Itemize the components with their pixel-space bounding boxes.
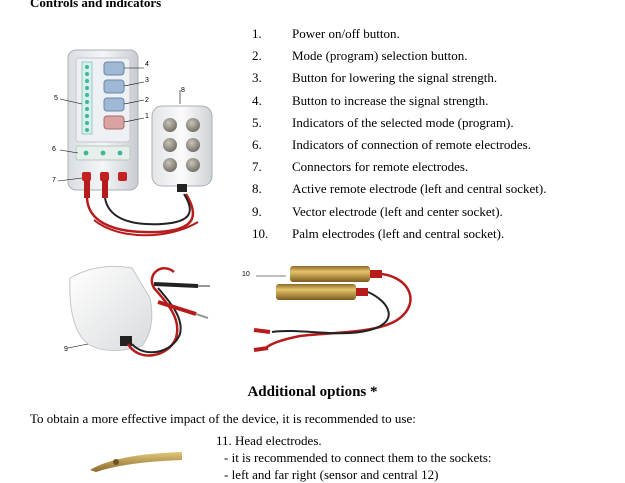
item-11: 11. Head electrodes. - it is recommended…: [216, 432, 492, 483]
list-item: 3. Button for lowering the signal strengt…: [252, 66, 622, 88]
palm-electrode-2: [276, 284, 356, 300]
section-title: Controls and indicators: [30, 0, 162, 10]
list-number: 2.: [252, 48, 262, 64]
controls-list: 1. Power on/off button. 2. Mode (program) …: [252, 22, 622, 244]
list-text: Mode (program) selection button.: [292, 48, 468, 64]
callout-labels: 4 3 2 1 5 6 7 8: [52, 61, 185, 184]
callout-10: 10: [242, 271, 250, 278]
callout-4: 4: [145, 61, 149, 68]
list-text: Connectors for remote electrodes.: [292, 159, 469, 175]
callout-8: 8: [181, 87, 185, 94]
list-text: Indicators of the selected mode (program…: [292, 114, 514, 130]
connection-indicators: [75, 145, 131, 161]
list-item: 6. Indicators of connection of remote ele…: [252, 133, 622, 155]
additional-options-title: Additional options *: [247, 384, 378, 400]
palm-electrodes-figure: 10: [242, 266, 412, 352]
mode-indicators: [81, 61, 93, 135]
callout-5: 5: [54, 95, 58, 102]
callout-1: 1: [145, 113, 149, 120]
list-item: 4. Button to increase the signal strength…: [252, 89, 622, 111]
electrode-pads: [163, 118, 200, 172]
head-electrodes-figure: [90, 452, 182, 472]
callout-7: 7: [52, 177, 56, 184]
vector-electrode-figure: 9: [64, 265, 210, 357]
callout-2: 2: [145, 97, 149, 104]
device-figure: 4 3 2 1 5 6 7 8: [52, 49, 213, 237]
list-number: 6.: [252, 136, 262, 152]
list-number: 4.: [252, 92, 262, 108]
list-text: Palm electrodes (left and central socket…: [292, 225, 505, 241]
device-buttons: [103, 61, 125, 130]
list-item: 9. Vector electrode (left and center sock…: [252, 200, 622, 222]
connectors: [82, 172, 127, 181]
list-number: 7.: [252, 159, 262, 175]
list-number: 1.: [252, 26, 262, 41]
list-item: 1. Power on/off button.: [252, 22, 622, 44]
list-text: Active remote electrode (left and centra…: [292, 181, 547, 197]
list-text: Button for lowering the signal strength.: [292, 70, 498, 86]
list-item: 7. Connectors for remote electrodes.: [252, 155, 622, 177]
list-number: 10.: [252, 225, 269, 241]
callout-3: 3: [145, 77, 149, 84]
list-text: Power on/off button.: [292, 26, 400, 41]
remote-electrode: [151, 105, 213, 187]
list-number: 5.: [252, 114, 262, 130]
list-text: Indicators of connection of remote elect…: [292, 136, 531, 152]
callout-lines: [57, 67, 181, 182]
item-11-line-1: - it is recommended to connect them to t…: [224, 450, 492, 465]
list-number: 3.: [252, 70, 262, 86]
list-item: 8. Active remote electrode (left and cent…: [252, 177, 622, 199]
list-text: Button to increase the signal strength.: [292, 92, 489, 108]
palm-electrode-1: [290, 266, 370, 282]
list-number: 8.: [252, 181, 262, 197]
list-item: 5. Indicators of the selected mode (progr…: [252, 111, 622, 133]
item-11-title: 11. Head electrodes.: [216, 433, 322, 448]
list-text: Vector electrode (left and center socket…: [292, 203, 503, 219]
list-item: 2. Mode (program) selection button.: [252, 44, 622, 66]
list-number: 9.: [252, 203, 262, 219]
vector-electrode-body: [69, 265, 153, 351]
list-item: 10. Palm electrodes (left and central soc…: [252, 222, 622, 244]
callout-9: 9: [64, 346, 68, 353]
additional-intro: To obtain a more effective impact of the…: [30, 411, 416, 426]
callout-6: 6: [52, 146, 56, 153]
